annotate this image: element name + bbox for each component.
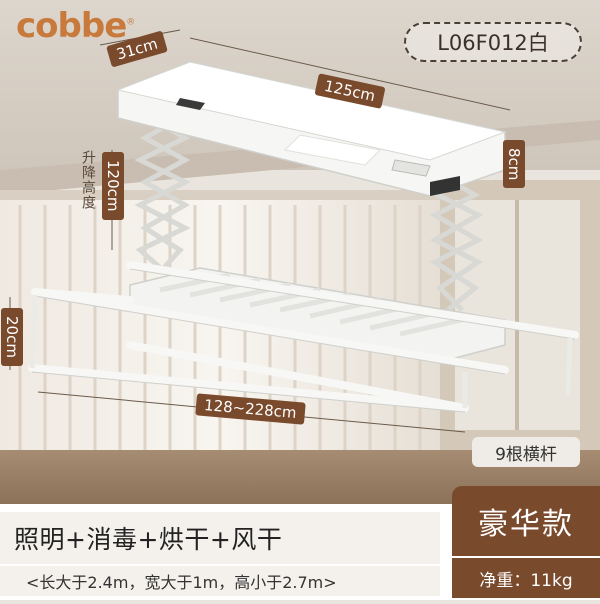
vent-right xyxy=(430,176,460,196)
scissor-arm-right xyxy=(429,172,484,312)
rack-height-label: 20cm xyxy=(1,308,23,366)
model-badge: L06F012白 xyxy=(404,22,582,62)
light-panel xyxy=(283,134,382,166)
brand-logo-text: cobbe xyxy=(16,6,127,46)
crossbar-count-badge: 9根横杆 xyxy=(472,437,580,467)
tier-badge: 豪华款 xyxy=(452,486,600,556)
lift-height-label: 120cm xyxy=(102,152,124,220)
scissor-arm-left xyxy=(134,115,191,274)
install-requirements: <长大于2.4m，宽大于1m，高小于2.7m> xyxy=(0,566,440,596)
vent-left xyxy=(176,98,205,110)
drying-rack xyxy=(28,261,579,413)
trademark-mark: ® xyxy=(126,17,135,28)
lift-caption: 升降高度 xyxy=(80,150,96,210)
fan-grille xyxy=(391,159,431,177)
net-weight: 净重：11kg xyxy=(452,558,600,598)
height-label: 8cm xyxy=(503,140,525,189)
feature-list: 照明+消毒+烘干+风干 xyxy=(0,512,440,564)
brand-logo: cobbe® xyxy=(16,6,135,46)
